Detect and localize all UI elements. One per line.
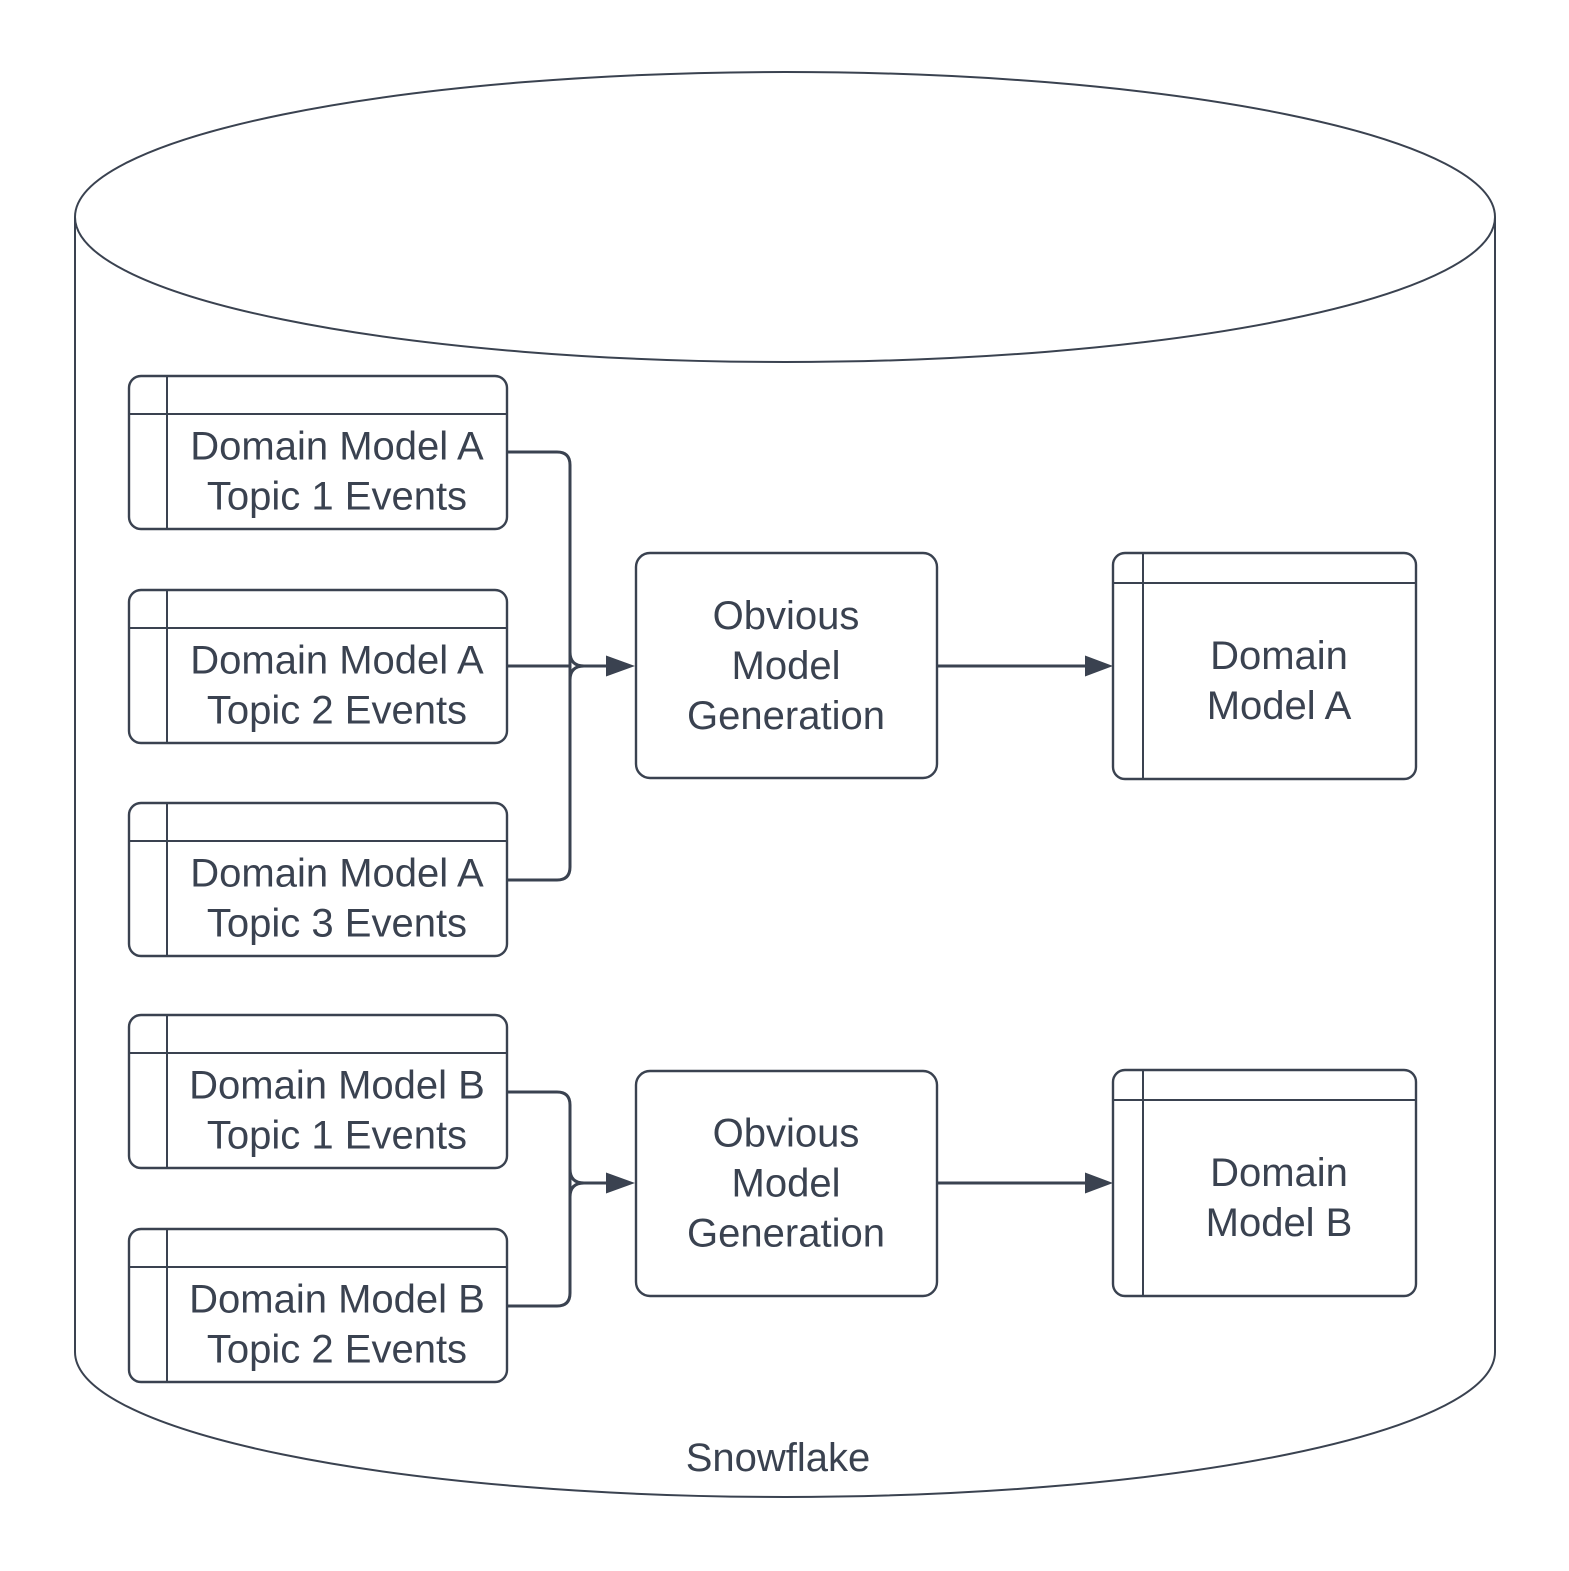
table-a3-label-line1: Domain Model A xyxy=(190,852,484,896)
process-b-border xyxy=(634,1069,939,1298)
edges-group-a xyxy=(507,450,1113,882)
edge-b-merge-bottom-curve xyxy=(568,1181,585,1198)
table-node-domain-model-a-topic-1: Domain Model A Topic 1 Events xyxy=(127,374,509,531)
process-a-label-line2: Model xyxy=(732,644,841,688)
table-node-domain-model-a-topic-3: Domain Model A Topic 3 Events xyxy=(127,801,509,958)
output-a-border xyxy=(1111,551,1418,781)
table-node-domain-model-b-topic-2: Domain Model B Topic 2 Events xyxy=(127,1227,509,1384)
output-b-label-line2: Model B xyxy=(1206,1201,1353,1245)
table-a3-label-line2: Topic 3 Events xyxy=(207,902,467,946)
edge-a-merge-bottom-curve xyxy=(568,664,585,681)
table-a1-label-line1: Domain Model A xyxy=(190,425,484,469)
arrowhead-generation-b-to-model-b xyxy=(1085,1172,1113,1194)
table-a2-label-line1: Domain Model A xyxy=(190,639,484,683)
table-node-domain-model-b-topic-1: Domain Model B Topic 1 Events xyxy=(127,1013,509,1170)
table-a2-label-line2: Topic 2 Events xyxy=(207,689,467,733)
output-a-label-line2: Model A xyxy=(1207,684,1352,728)
table-b2-label-line1: Domain Model B xyxy=(189,1278,485,1322)
table-b2-label-line2: Topic 2 Events xyxy=(207,1328,467,1372)
table-node-domain-model-b: Domain Model B xyxy=(1111,1068,1418,1298)
edge-b1-b2-bracket xyxy=(507,1090,572,1308)
output-b-border xyxy=(1111,1068,1418,1298)
arrowhead-b-into-generation xyxy=(606,1172,635,1194)
table-node-domain-model-a: Domain Model A xyxy=(1111,551,1418,781)
edges-group-b xyxy=(507,1090,1113,1308)
process-b-label-line3: Generation xyxy=(687,1212,885,1256)
output-b-label-line1: Domain xyxy=(1210,1151,1348,1195)
cylinder-label: Snowflake xyxy=(686,1436,871,1480)
output-a-label-line1: Domain xyxy=(1210,634,1348,678)
table-node-domain-model-a-topic-2: Domain Model A Topic 2 Events xyxy=(127,588,509,745)
process-b-label-line2: Model xyxy=(732,1162,841,1206)
process-b-label-line1: Obvious xyxy=(713,1112,860,1156)
arrowhead-a-into-generation xyxy=(606,655,635,677)
process-a-label-line3: Generation xyxy=(687,694,885,738)
table-b1-label-line2: Topic 1 Events xyxy=(207,1114,467,1158)
cylinder-top-ellipse xyxy=(74,71,1496,363)
process-a-label-line1: Obvious xyxy=(713,594,860,638)
process-a-border xyxy=(634,551,939,780)
table-b1-label-line1: Domain Model B xyxy=(189,1064,485,1108)
arrowhead-generation-a-to-model-a xyxy=(1085,655,1113,677)
process-node-obvious-model-generation-a: Obvious Model Generation xyxy=(634,551,939,780)
table-a1-label-line2: Topic 1 Events xyxy=(207,475,467,519)
process-node-obvious-model-generation-b: Obvious Model Generation xyxy=(634,1069,939,1298)
